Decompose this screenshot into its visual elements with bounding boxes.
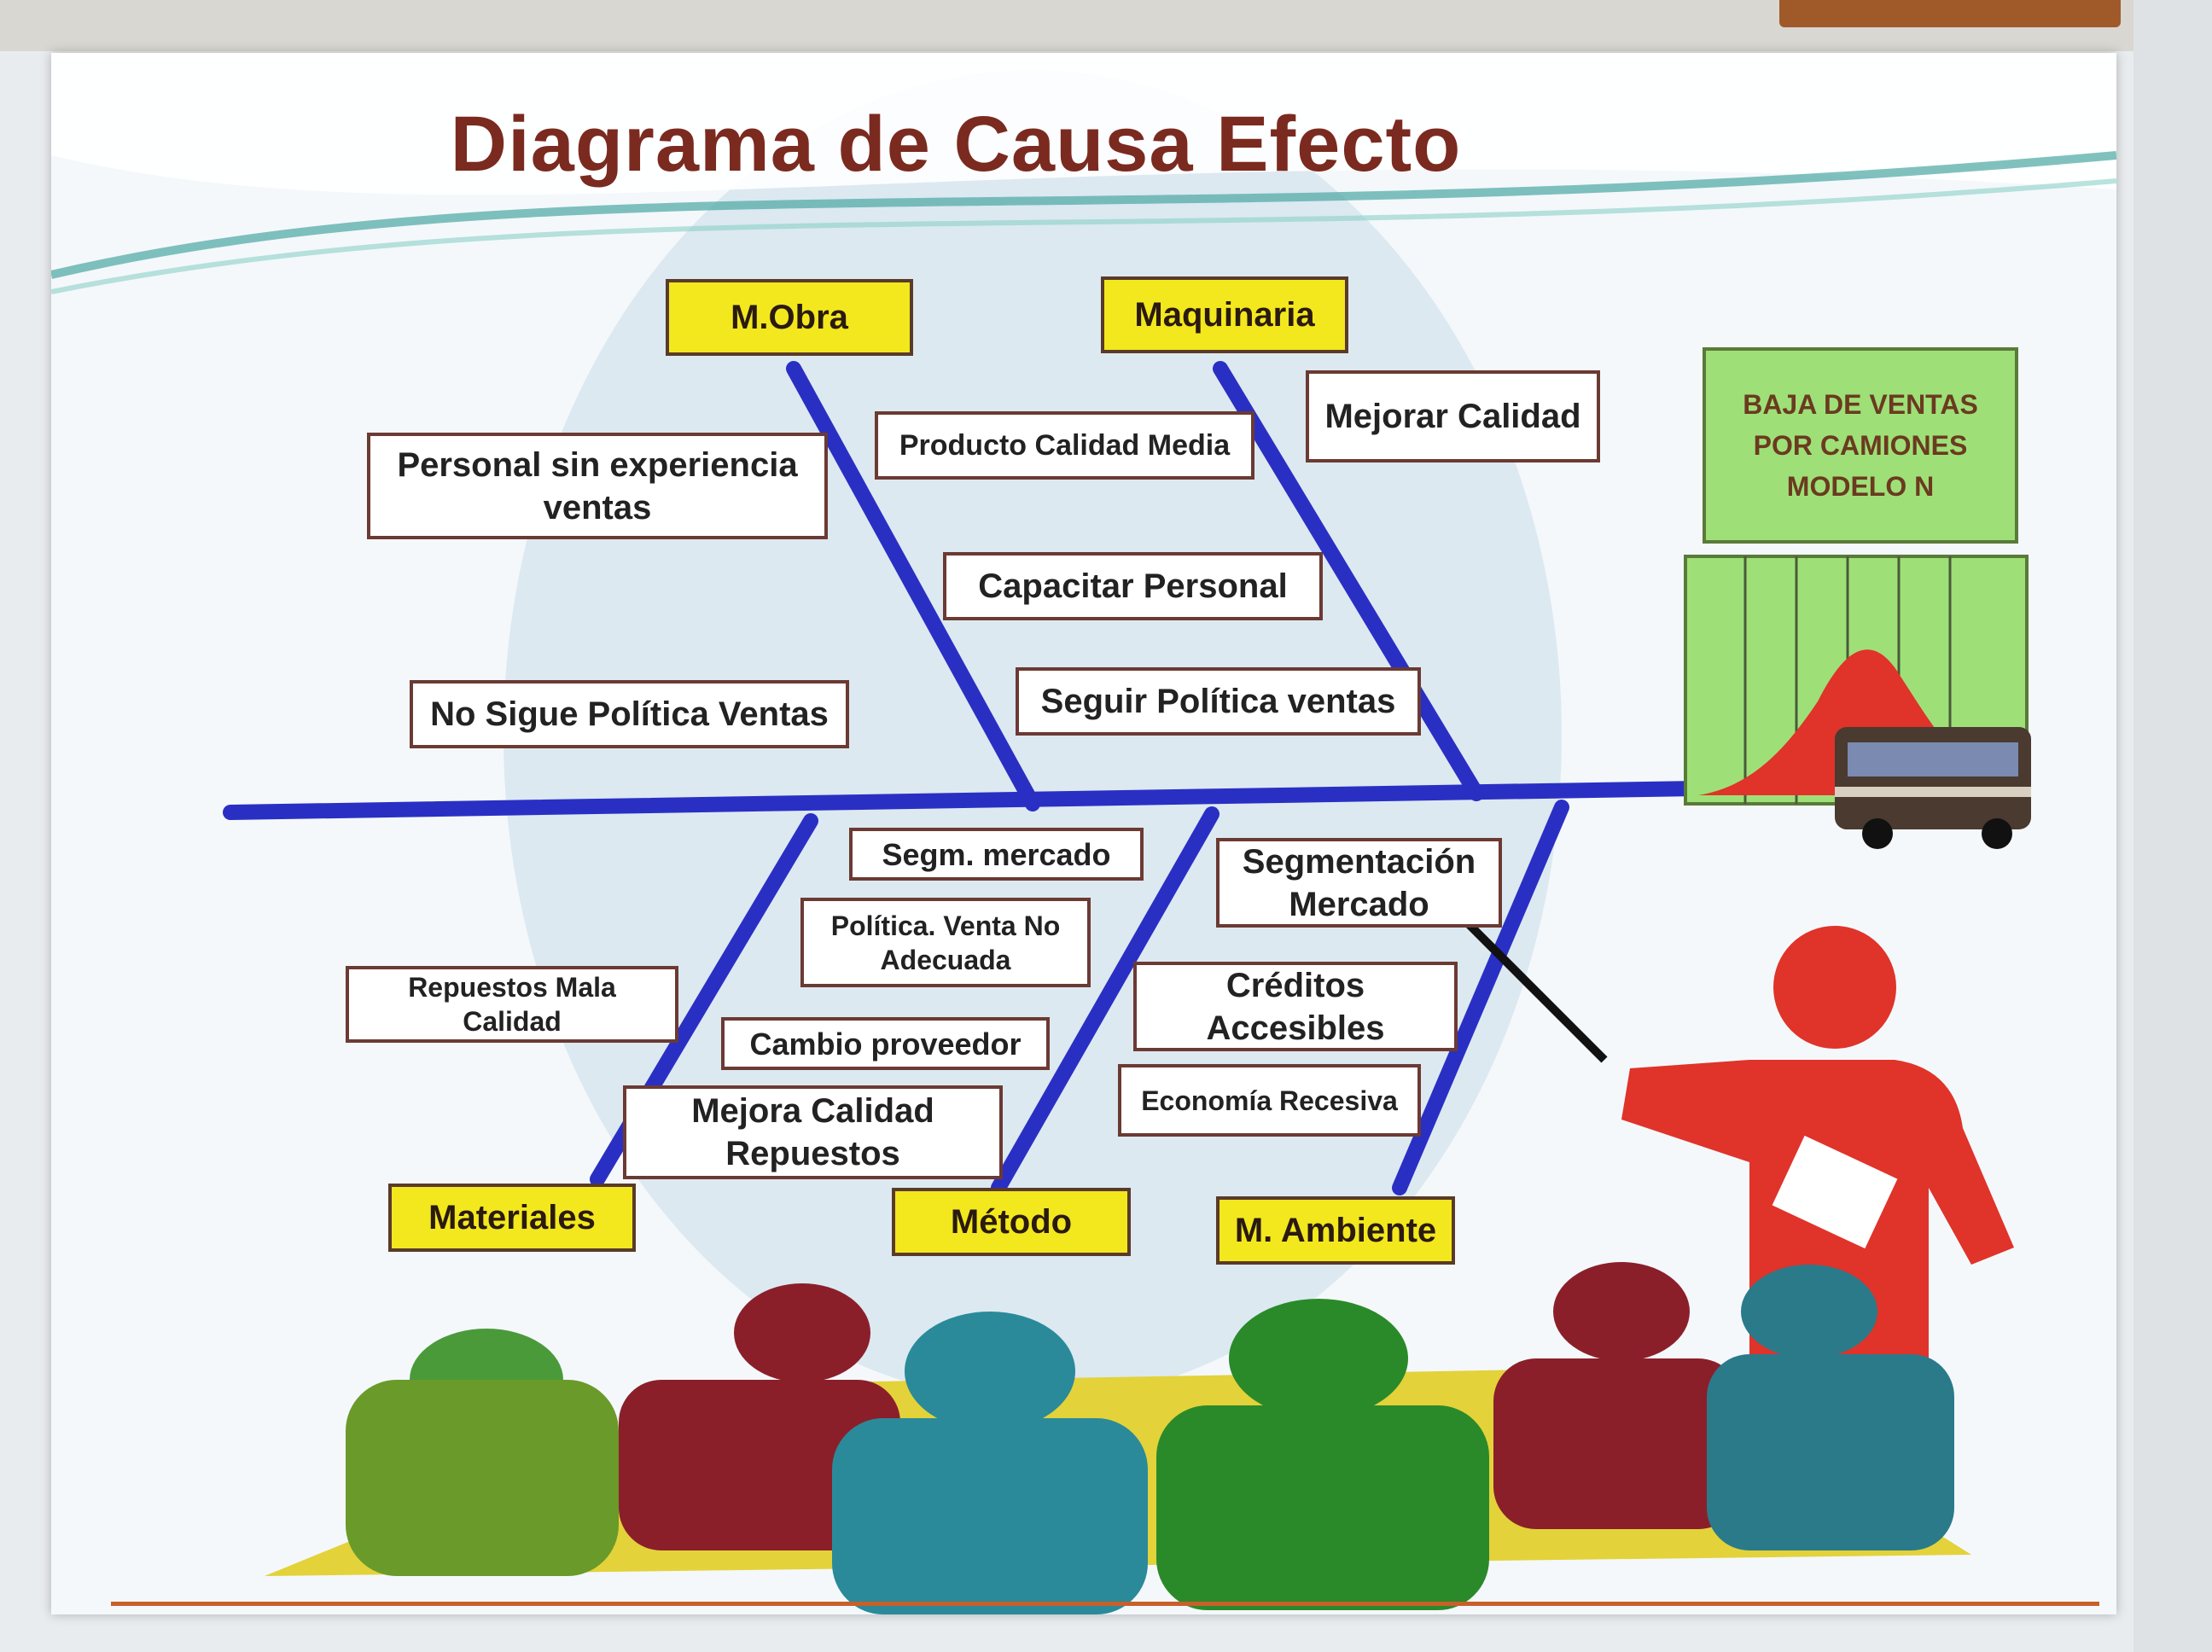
right-side-panel (2133, 0, 2212, 1652)
toolbar-tab[interactable] (1779, 0, 2121, 27)
cause-mejora-calidad-repuestos: Mejora Calidad Repuestos (623, 1085, 1003, 1179)
cause-segm-mercado: Segm. mercado (849, 828, 1144, 881)
pointer-stick (1464, 920, 1608, 1063)
cause-cambio-proveedor: Cambio proveedor (721, 1017, 1050, 1070)
cause-capacitar-personal: Capacitar Personal (943, 552, 1323, 620)
effect-box: BAJA DE VENTAS POR CAMIONES MODELO N (1703, 347, 2018, 544)
cause-politica-venta: Política. Venta No Adecuada (800, 898, 1091, 987)
fishbone-spine (223, 781, 1706, 820)
cause-economia-recesiva: Economía Recesiva (1118, 1064, 1421, 1137)
cause-creditos-accesibles: Créditos Accesibles (1133, 962, 1458, 1051)
cause-segmentacion-mercado: Segmentación Mercado (1216, 838, 1502, 928)
cause-producto-calidad-media: Producto Calidad Media (875, 411, 1254, 480)
fishbone-skeleton (223, 361, 1706, 1195)
cause-repuestos-mala-calidad: Repuestos Mala Calidad (346, 966, 678, 1043)
bone-medio-ambiente (1392, 800, 1569, 1195)
cause-seguir-politica: Seguir Política ventas (1016, 667, 1421, 736)
slide-title: Diagrama de Causa Efecto (450, 101, 1462, 188)
category-medio-ambiente: M. Ambiente (1216, 1196, 1455, 1265)
category-maquinaria: Maquinaria (1101, 276, 1348, 353)
cause-personal-sin-experiencia: Personal sin experiencia ventas (367, 433, 828, 539)
slide-bottom-rule (111, 1602, 2099, 1606)
category-materiales: Materiales (388, 1184, 636, 1252)
bus-icon (1835, 727, 2031, 849)
effect-line-3: MODELO N (1786, 471, 1935, 502)
cause-no-sigue-politica: No Sigue Política Ventas (410, 680, 849, 748)
effect-illustration (1684, 555, 2031, 849)
bone-mano-obra (786, 361, 1040, 811)
audience-figures-icon (265, 1262, 1971, 1614)
slide: Diagrama de Causa Efecto M.Obra Maquinar… (51, 53, 2116, 1614)
presenter-figure-icon (1621, 926, 2014, 1401)
bone-metodo (991, 806, 1220, 1195)
category-metodo: Método (892, 1188, 1131, 1256)
effect-line-2: POR CAMIONES (1753, 430, 1968, 461)
bone-maquinaria (1213, 361, 1484, 801)
cause-mejorar-calidad: Mejorar Calidad (1306, 370, 1600, 462)
category-mano-obra: M.Obra (666, 279, 913, 356)
effect-line-1: BAJA DE VENTAS (1743, 389, 1978, 420)
